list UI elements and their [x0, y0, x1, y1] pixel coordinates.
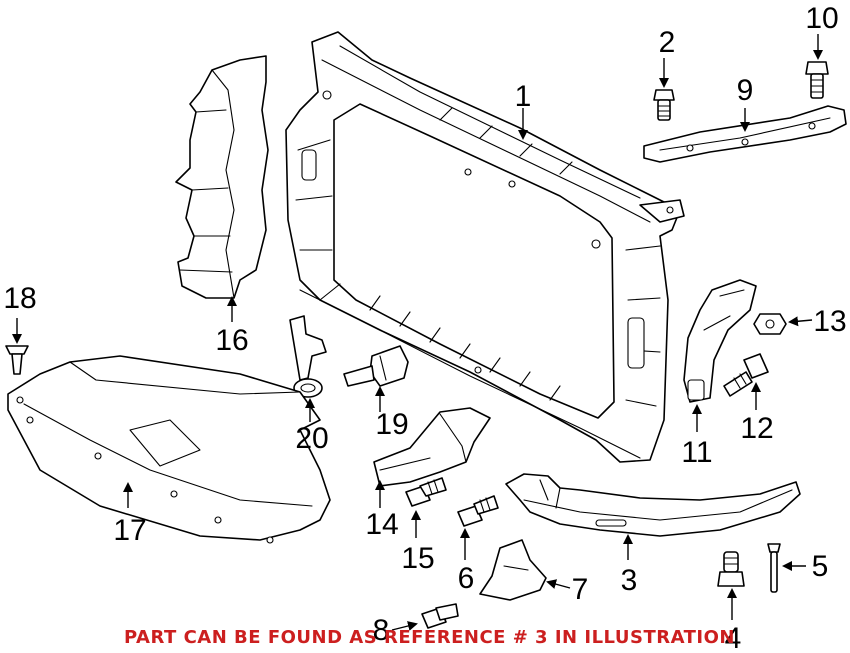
radiator-support-frame: [285, 31, 685, 463]
bracket-part-14: [373, 407, 491, 487]
callout-11: 11: [681, 436, 712, 469]
callout-10: 10: [805, 2, 838, 35]
callout-13: 13: [813, 305, 846, 338]
callout-19: 19: [375, 408, 408, 441]
bracket-part-20: [289, 315, 327, 398]
reference-note: PART CAN BE FOUND AS REFERENCE # 3 IN IL…: [124, 627, 735, 648]
callout-3: 3: [621, 564, 638, 597]
callout-18: 18: [3, 282, 36, 315]
lower-bracket-part-3: [505, 473, 801, 537]
lower-cover-part-17: [7, 355, 331, 544]
callout-4: 4: [725, 622, 742, 653]
rivet-part-5: [767, 543, 781, 593]
callout-6: 6: [458, 562, 475, 595]
callout-17: 17: [113, 514, 146, 547]
clip-part-18: [5, 345, 29, 375]
callout-12: 12: [740, 412, 773, 445]
callout-1: 1: [515, 80, 532, 113]
bolt-part-8: [421, 603, 459, 629]
bolt-part-10: [805, 61, 829, 99]
callout-8: 8: [373, 614, 390, 647]
callout-16: 16: [215, 324, 248, 357]
side-bracket-part-11: [683, 279, 757, 403]
callout-labels: 1 2 3 4 5 6 7 8 9 10 11 12 13 14 15 16 1…: [3, 2, 846, 653]
callout-14: 14: [365, 508, 398, 541]
bolt-part-12: [723, 353, 769, 397]
callout-7: 7: [572, 573, 589, 606]
callout-9: 9: [737, 74, 754, 107]
bracket-part-7: [479, 539, 547, 601]
sensor-part-19: [343, 345, 409, 387]
bolt-part-6: [457, 495, 499, 527]
bolt-part-2: [653, 89, 675, 121]
leader-lines: [12, 34, 823, 631]
upper-bracket-bar: [643, 105, 847, 163]
callout-5: 5: [812, 550, 829, 583]
screw-part-4: [717, 551, 745, 587]
air-deflector-left: [175, 55, 269, 299]
callout-15: 15: [401, 542, 434, 575]
nut-part-13: [753, 313, 787, 335]
bolt-part-15: [405, 477, 447, 507]
callout-2: 2: [659, 26, 676, 59]
callout-20: 20: [295, 422, 328, 455]
